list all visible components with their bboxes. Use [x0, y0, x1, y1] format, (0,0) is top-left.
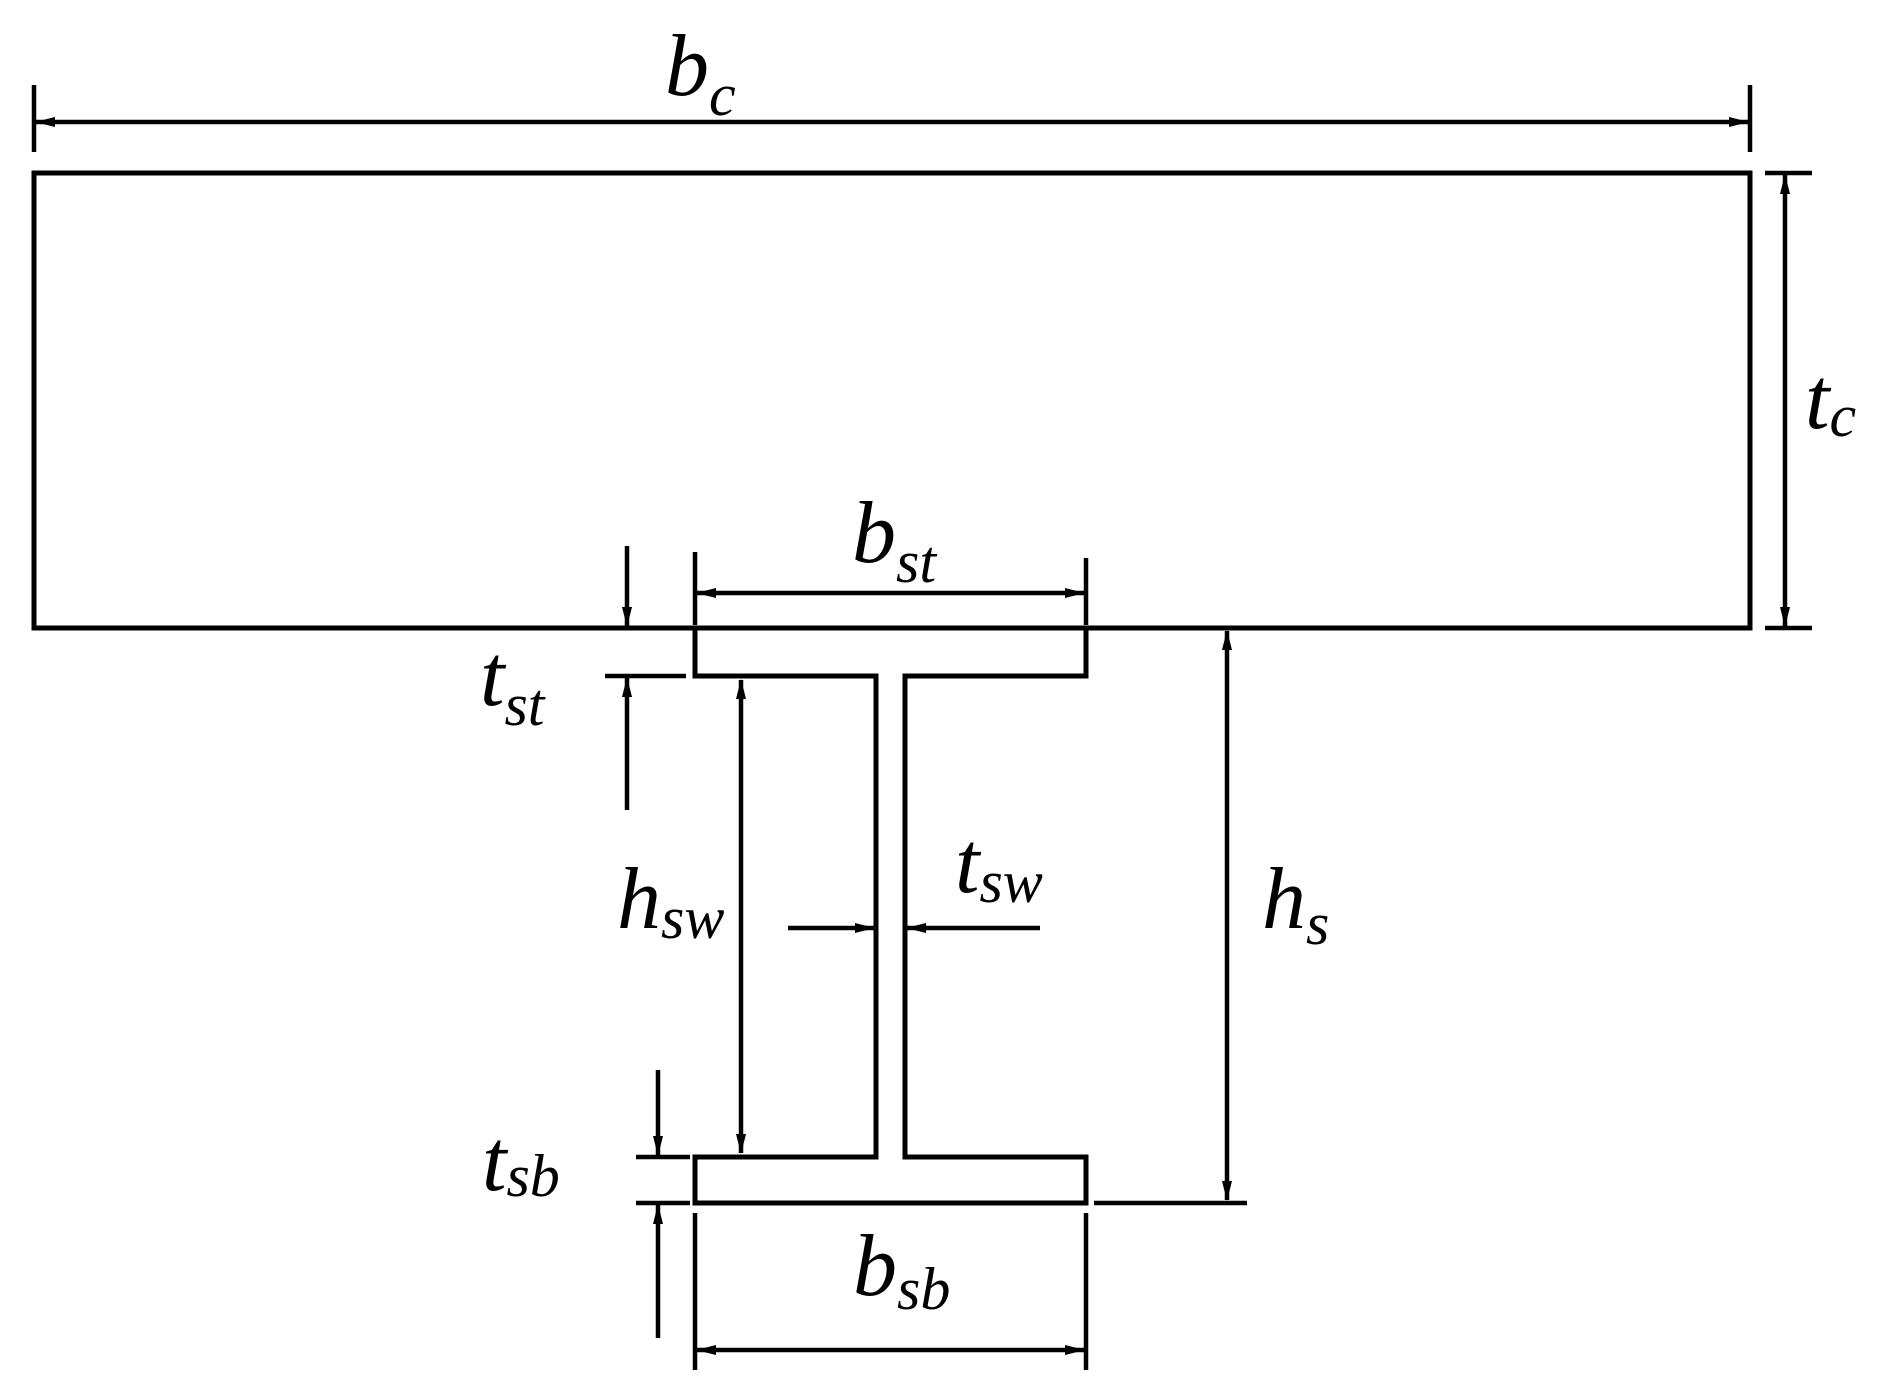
- label-bsb: bsb: [853, 1218, 950, 1322]
- dimension-tc: [1765, 170, 1812, 631]
- dimension-bst: [692, 552, 1089, 625]
- label-tsw: tsw: [955, 815, 1043, 915]
- dimension-hs: [1094, 630, 1247, 1206]
- label-tc: tc: [1805, 351, 1856, 449]
- steel-i-section: [692, 625, 1089, 1206]
- label-tst: tst: [480, 628, 546, 738]
- label-hs: hs: [1262, 851, 1329, 957]
- dimension-bsb: [692, 1213, 1089, 1370]
- dimension-bc: [31, 85, 1753, 152]
- label-bc: bc: [665, 18, 736, 128]
- dimension-tsb: [636, 1070, 690, 1338]
- label-tsb: tsb: [482, 1113, 560, 1210]
- dimension-tst: [605, 546, 686, 810]
- label-hsw: hsw: [617, 851, 724, 951]
- label-bst: bst: [852, 485, 937, 595]
